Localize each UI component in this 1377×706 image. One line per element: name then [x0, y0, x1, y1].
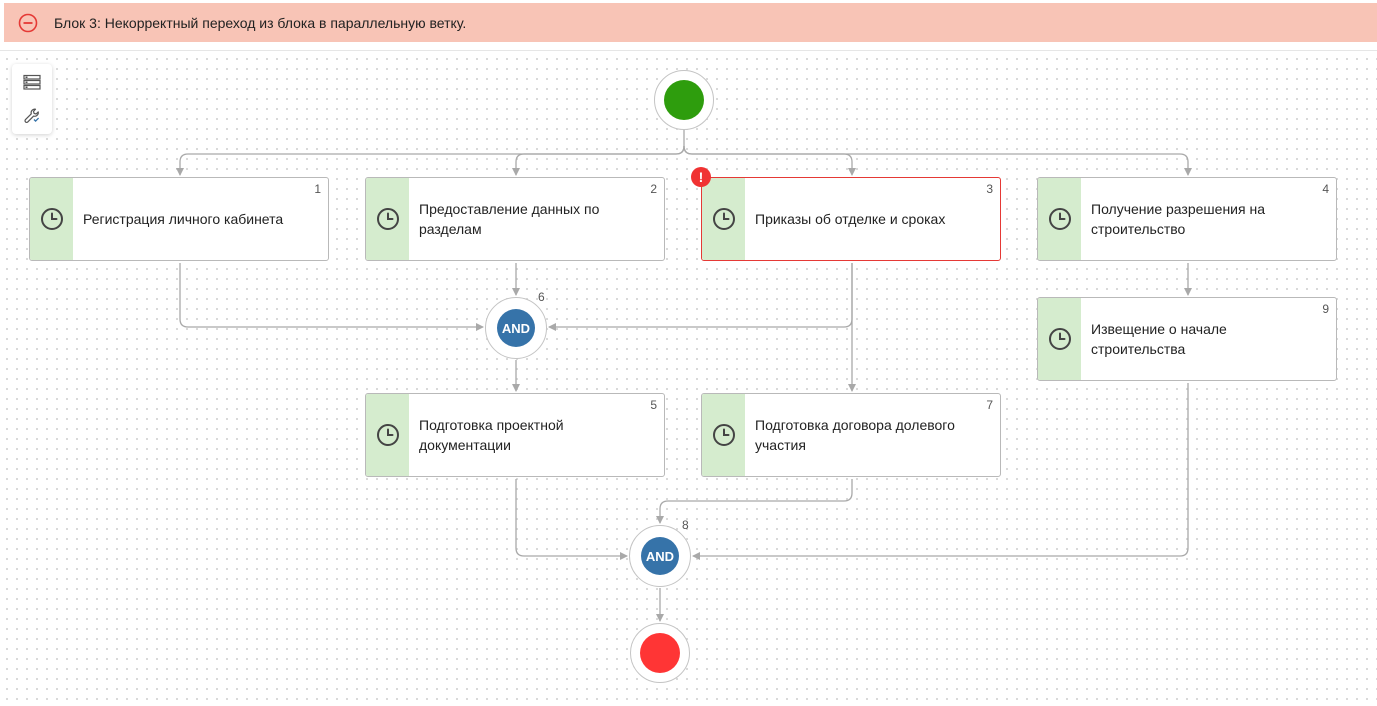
task-stripe	[366, 394, 409, 476]
clock-icon	[1048, 328, 1071, 350]
task-5[interactable]: Подготовка проектной документации 5	[365, 393, 665, 477]
task-1[interactable]: Регистрация личного кабинета 1	[29, 177, 329, 261]
task-7[interactable]: Подготовка договора долевого участия 7	[701, 393, 1001, 477]
clock-icon	[1048, 208, 1071, 230]
start-event-dot	[664, 80, 704, 120]
task-label: Приказы об отделке и сроках	[755, 211, 946, 227]
task-number: 4	[1322, 182, 1329, 196]
and-gateway-6[interactable]: AND	[485, 297, 547, 359]
clock-icon	[712, 424, 735, 446]
error-badge-icon[interactable]: !	[691, 167, 711, 187]
task-stripe	[702, 178, 745, 260]
task-3[interactable]: Приказы об отделке и сроках 3 !	[691, 167, 1001, 261]
clock-icon	[40, 208, 63, 230]
task-label: Получение разрешения на строительство	[1091, 201, 1265, 237]
clock-icon	[712, 208, 735, 230]
divider	[0, 50, 1377, 51]
task-label: Извещение о начале строительства	[1091, 321, 1227, 357]
task-number: 1	[314, 182, 321, 196]
task-number: 7	[986, 398, 993, 412]
task-4[interactable]: Получение разрешения на строительство 4	[1037, 177, 1337, 261]
and-gateway-8[interactable]: AND	[629, 525, 691, 587]
clock-icon	[376, 208, 399, 230]
gateway-number: 6	[538, 290, 545, 304]
wrench-icon[interactable]	[20, 104, 44, 128]
task-stripe	[1038, 178, 1081, 260]
task-number: 2	[650, 182, 657, 196]
task-stripe	[1038, 298, 1081, 380]
minus-circle-icon	[18, 13, 38, 33]
gateway-label: AND	[641, 537, 679, 575]
task-stripe	[30, 178, 73, 260]
error-message: Блок 3: Некорректный переход из блока в …	[54, 14, 467, 31]
task-number: 5	[650, 398, 657, 412]
task-2[interactable]: Предоставление данных по разделам 2	[365, 177, 665, 261]
end-event-dot	[640, 633, 680, 673]
task-number: 9	[1322, 302, 1329, 316]
list-icon[interactable]	[20, 70, 44, 94]
task-label: Подготовка договора долевого участия	[755, 417, 955, 453]
task-label: Подготовка проектной документации	[419, 417, 564, 453]
task-number: 3	[986, 182, 993, 196]
task-stripe	[366, 178, 409, 260]
clock-icon	[376, 424, 399, 446]
diagram-toolbox	[12, 64, 52, 134]
task-stripe	[702, 394, 745, 476]
task-label: Регистрация личного кабинета	[83, 211, 284, 227]
task-9[interactable]: Извещение о начале строительства 9	[1037, 297, 1337, 381]
task-label: Предоставление данных по разделам	[419, 201, 600, 237]
gateway-label: AND	[497, 309, 535, 347]
start-event[interactable]	[654, 70, 714, 130]
end-event[interactable]	[630, 623, 690, 683]
error-banner: Блок 3: Некорректный переход из блока в …	[4, 3, 1377, 42]
gateway-number: 8	[682, 518, 689, 532]
